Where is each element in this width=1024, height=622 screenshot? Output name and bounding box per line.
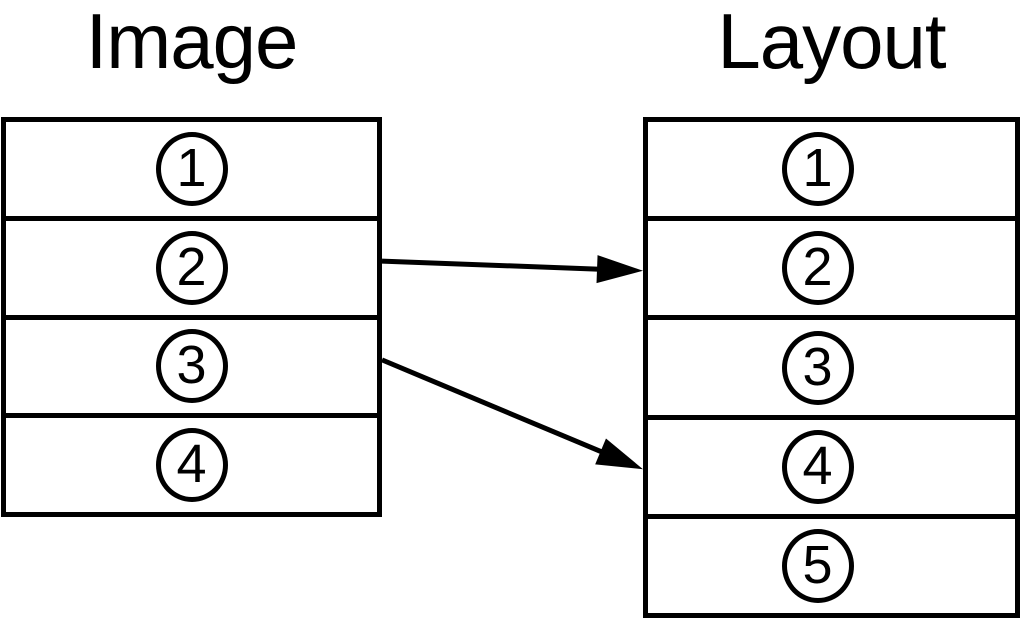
image-row-3: 3 (6, 319, 377, 419)
image-row-1: 1 (6, 122, 377, 221)
layout-row-1: 1 (648, 122, 1015, 222)
connection-arrowhead-icon (595, 438, 643, 470)
layout-row-2: 2 (648, 221, 1015, 321)
layout-row-3: 3 (648, 320, 1015, 420)
image-stack-title: Image (85, 0, 299, 85)
circled-number-badge: 5 (781, 528, 854, 603)
image-stack: 1 2 3 4 (1, 117, 382, 517)
circled-number-badge: 2 (781, 231, 854, 306)
circled-number-badge: 3 (781, 330, 854, 405)
layout-stack-title: Layout (717, 0, 946, 85)
image-row-4: 4 (6, 418, 377, 512)
circled-number-badge: 4 (155, 428, 228, 503)
circled-number-badge: 4 (781, 429, 854, 504)
layout-stack: 1 2 3 4 5 (643, 117, 1020, 618)
connection-arrowhead-icon (596, 255, 643, 284)
layout-row-4: 4 (648, 419, 1015, 519)
connection-arrow-line (381, 258, 601, 272)
circled-number-badge: 3 (155, 329, 228, 404)
circled-number-badge: 2 (155, 230, 228, 305)
connection-arrow-line (381, 357, 605, 455)
circled-number-badge: 1 (155, 131, 228, 206)
layout-row-5: 5 (648, 518, 1015, 614)
image-row-2: 2 (6, 220, 377, 320)
circled-number-badge: 1 (781, 132, 854, 207)
